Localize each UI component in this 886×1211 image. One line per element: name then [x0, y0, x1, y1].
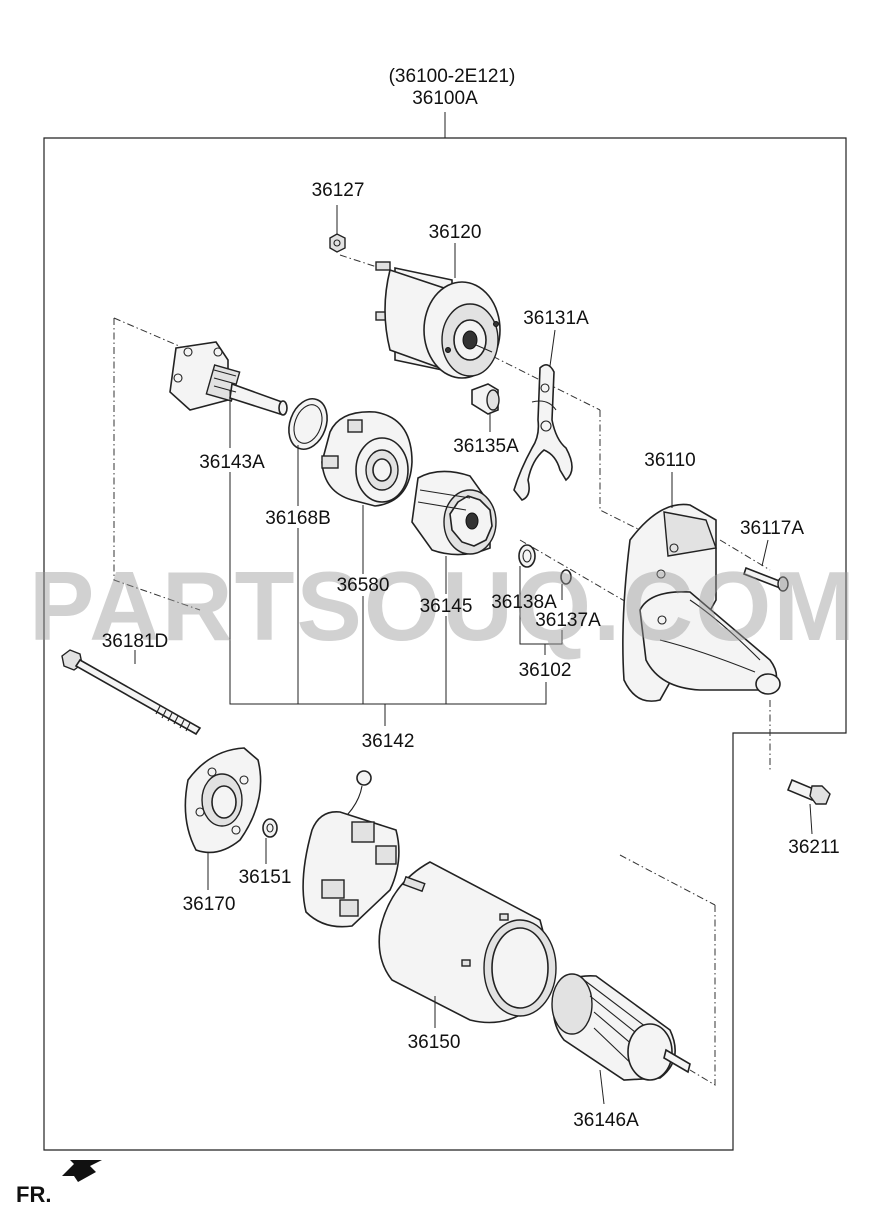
watermark: PARTSOUQ.COM — [29, 551, 857, 661]
solenoid-36120 — [375, 261, 501, 379]
through-bolt-36181D — [61, 649, 202, 736]
label-36131A: 36131A — [523, 308, 589, 329]
leader-lines — [134, 205, 813, 1105]
label-assembly: 36100A — [412, 88, 478, 109]
part-labels: (36100-2E121) 36100A 36127 36120 36131A … — [102, 66, 840, 1131]
label-36150: 36150 — [408, 1032, 461, 1053]
washer-36151 — [262, 818, 278, 838]
label-36181D: 36181D — [102, 631, 169, 652]
label-36127: 36127 — [312, 180, 365, 201]
label-36110: 36110 — [644, 450, 695, 471]
shift-lever-36131A — [513, 364, 573, 501]
stop-ring-36138A — [518, 544, 536, 568]
front-indicator: FR. — [16, 1160, 102, 1207]
snap-ring-36137A — [560, 569, 572, 585]
label-36146A: 36146A — [573, 1110, 639, 1131]
clutch-36145 — [411, 470, 497, 556]
label-36142: 36142 — [362, 731, 415, 752]
label-36137A: 36137A — [535, 610, 601, 631]
label-36580: 36580 — [337, 575, 390, 596]
front-label: FR. — [16, 1182, 51, 1207]
screw-36117A — [743, 566, 789, 592]
label-36168B: 36168B — [265, 508, 331, 529]
armature-36146A — [551, 973, 691, 1081]
plunger-36135A — [471, 383, 500, 415]
label-36151: 36151 — [239, 867, 292, 888]
nut-36127 — [329, 233, 346, 253]
bolt-36211 — [786, 778, 831, 805]
washer-36168B — [288, 398, 328, 450]
label-36117A: 36117A — [740, 518, 804, 539]
label-36135A: 36135A — [453, 436, 519, 457]
gear-housing-36580 — [321, 411, 413, 507]
assembly-frame — [43, 137, 847, 1151]
label-36211: 36211 — [788, 837, 839, 858]
label-36145: 36145 — [420, 596, 473, 617]
label-36102: 36102 — [519, 660, 572, 681]
yoke-36150 — [378, 861, 557, 1024]
rear-cover-36170 — [184, 747, 262, 854]
pinion-shaft-36143A — [169, 341, 288, 416]
centerlines — [113, 254, 771, 1086]
label-36120: 36120 — [429, 222, 482, 243]
label-36143A: 36143A — [199, 452, 265, 473]
front-arrow-icon — [62, 1160, 102, 1182]
brush-holder — [302, 770, 400, 928]
label-assembly-alt: (36100-2E121) — [389, 66, 516, 87]
label-36170: 36170 — [183, 894, 236, 915]
label-36138A: 36138A — [491, 592, 557, 613]
front-housing-36110 — [622, 503, 781, 702]
